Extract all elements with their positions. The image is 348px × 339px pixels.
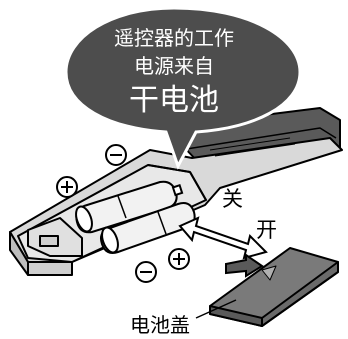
plus-icon <box>56 176 78 198</box>
speech-bubble <box>64 6 302 170</box>
close-open-arrow-icon <box>178 216 268 260</box>
slide-arrow-icon <box>225 253 264 278</box>
battery-cover <box>195 247 339 327</box>
bubble-text-line-3: 干电池 <box>129 83 219 118</box>
bubble-text-line-1: 遥控器的工作 <box>114 26 234 50</box>
bubble-text-line-2: 电源来自 <box>134 54 214 78</box>
minus-icon <box>105 144 127 166</box>
battery-cover-label: 电池盖 <box>130 313 190 337</box>
close-label: 关 <box>222 187 243 211</box>
minus-icon <box>135 261 157 283</box>
open-label: 开 <box>256 218 277 242</box>
plus-icon <box>168 248 190 270</box>
